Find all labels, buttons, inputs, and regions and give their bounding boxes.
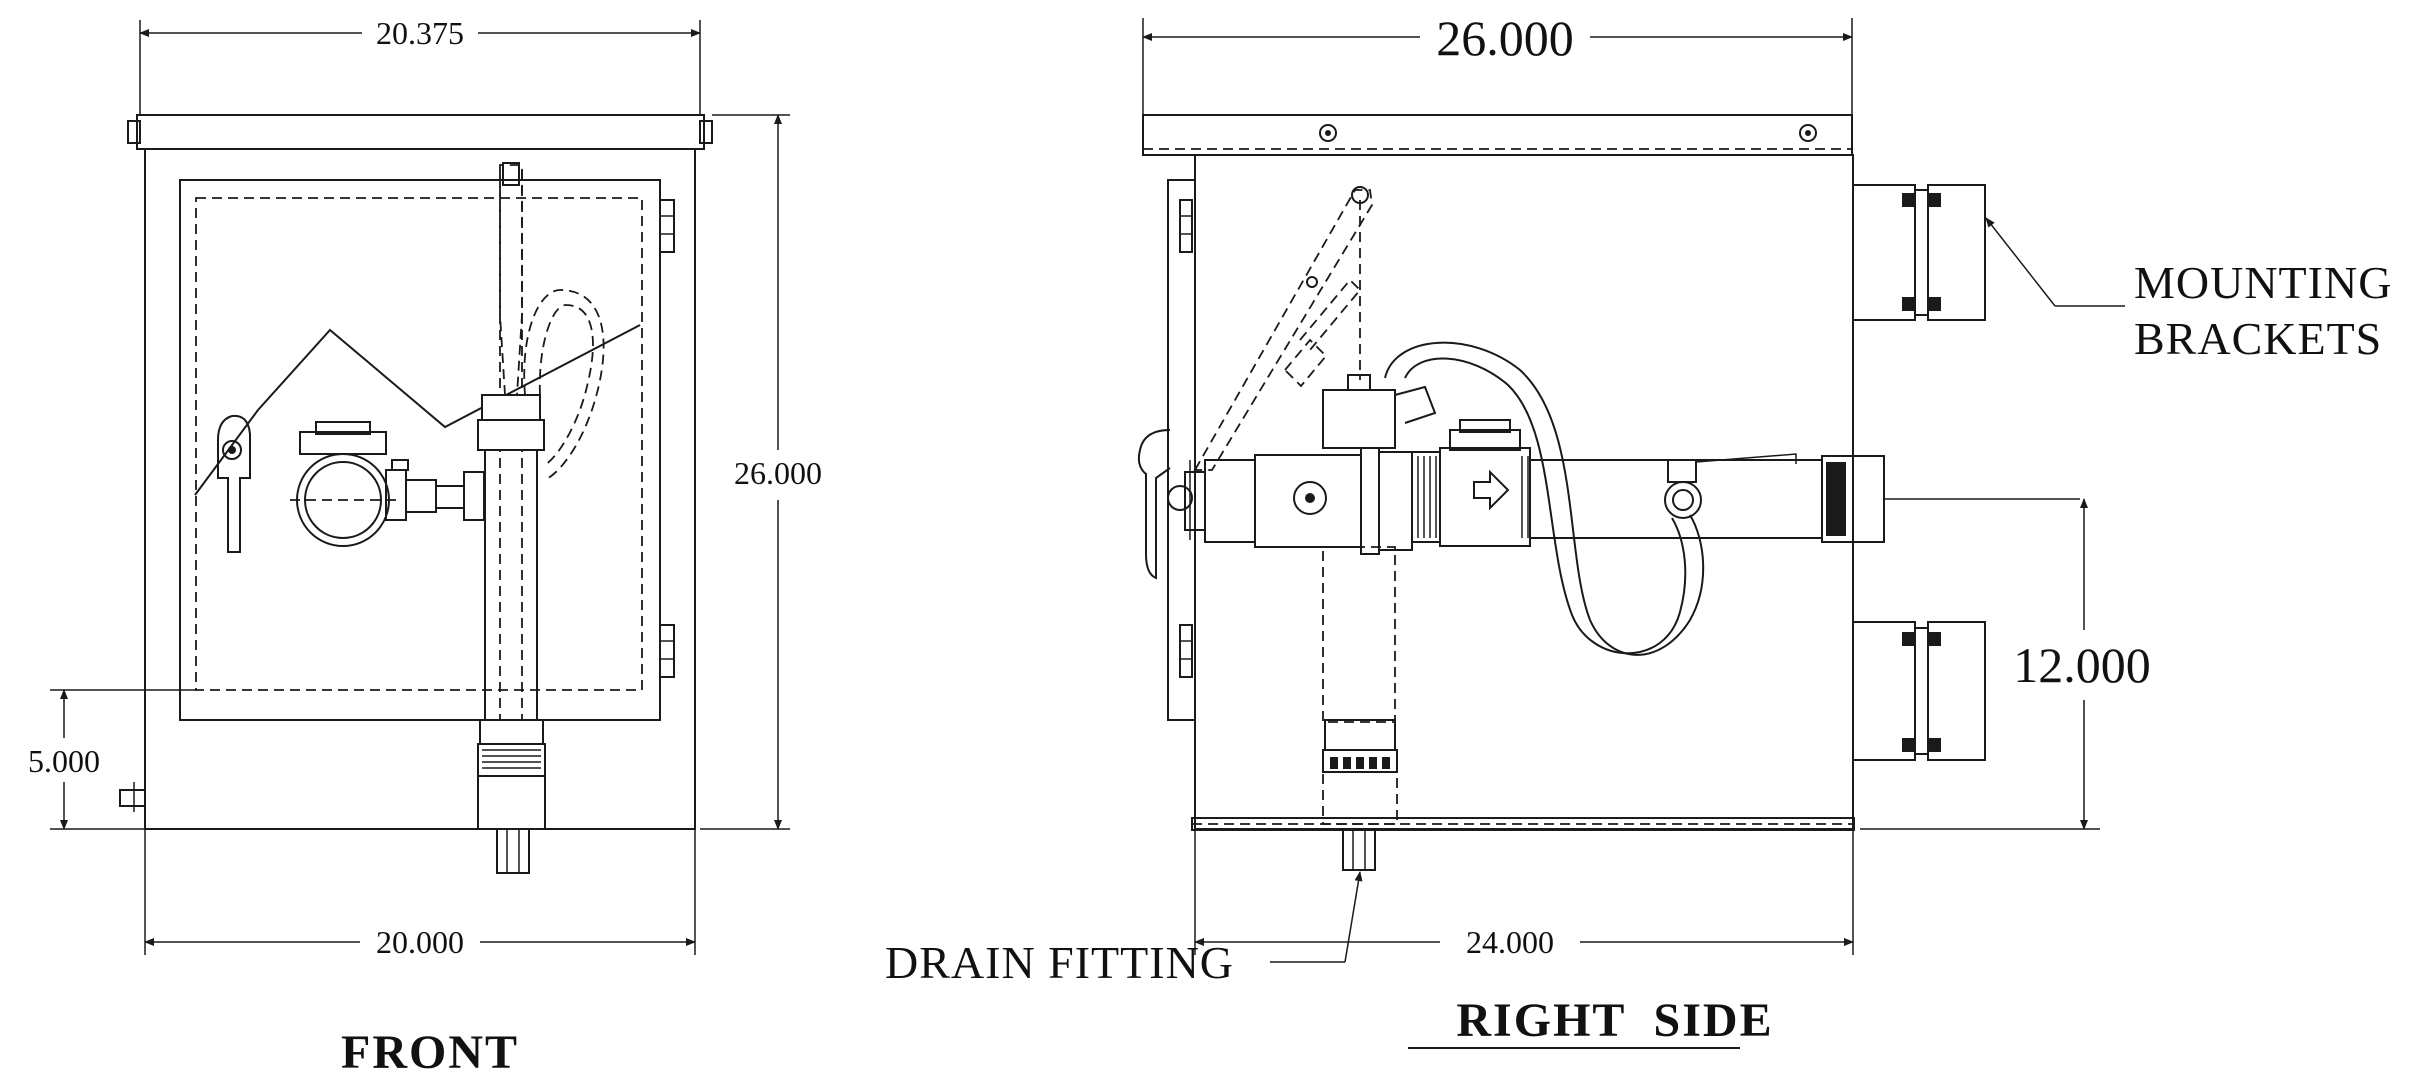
side-dim-top: 26.000 xyxy=(1436,10,1574,66)
front-dim-top: 20.375 xyxy=(376,15,464,51)
side-view-title: RIGHT SIDE xyxy=(1456,994,1773,1047)
hinge-lower xyxy=(659,624,675,678)
mounting-bracket-upper xyxy=(1852,184,1986,321)
flow-arrow-icon xyxy=(1473,469,1510,511)
front-dim-drain-height: 5.000 xyxy=(28,743,100,779)
front-drain-coupling xyxy=(479,719,544,745)
front-enclosure xyxy=(144,148,696,830)
mounting-bracket-lower xyxy=(1852,621,1986,761)
note-mounting-line1: MOUNTING xyxy=(2134,257,2392,308)
side-hose-outer xyxy=(1384,341,1705,656)
side-view: 26.000 24.000 12.000 MOUNTING BRACKETS D… xyxy=(885,10,2392,1049)
front-view-title: FRONT xyxy=(341,1026,519,1073)
front-drain-threads xyxy=(482,749,541,769)
side-dim-bottom: 24.000 xyxy=(1466,924,1554,960)
side-enclosure xyxy=(1194,154,1854,830)
side-door-edge xyxy=(1167,179,1196,721)
side-union-threads xyxy=(1417,456,1529,538)
note-mounting-line2: BRACKETS xyxy=(2134,313,2382,364)
front-dim-height: 26.000 xyxy=(734,455,822,491)
hinge-upper xyxy=(659,199,675,253)
front-view: 20.375 26.000 5.000 20.000 FRONT xyxy=(28,15,822,1073)
side-drain-fitting xyxy=(1342,829,1376,871)
side-dim-pipe-height: 12.000 xyxy=(2013,637,2151,693)
front-lid xyxy=(136,114,705,150)
front-latch-handle xyxy=(217,414,251,553)
front-riser xyxy=(484,419,538,721)
side-drain-threads xyxy=(1330,757,1390,769)
side-handle xyxy=(1137,429,1171,580)
side-outlet-threads xyxy=(1826,462,1846,536)
side-drain-coupling xyxy=(1324,719,1396,751)
front-drain-fitting xyxy=(496,828,530,874)
note-drain-fitting: DRAIN FITTING xyxy=(885,937,1234,988)
front-dim-bottom: 20.000 xyxy=(376,924,464,960)
front-door xyxy=(179,179,661,721)
side-small-valve xyxy=(1664,481,1702,519)
